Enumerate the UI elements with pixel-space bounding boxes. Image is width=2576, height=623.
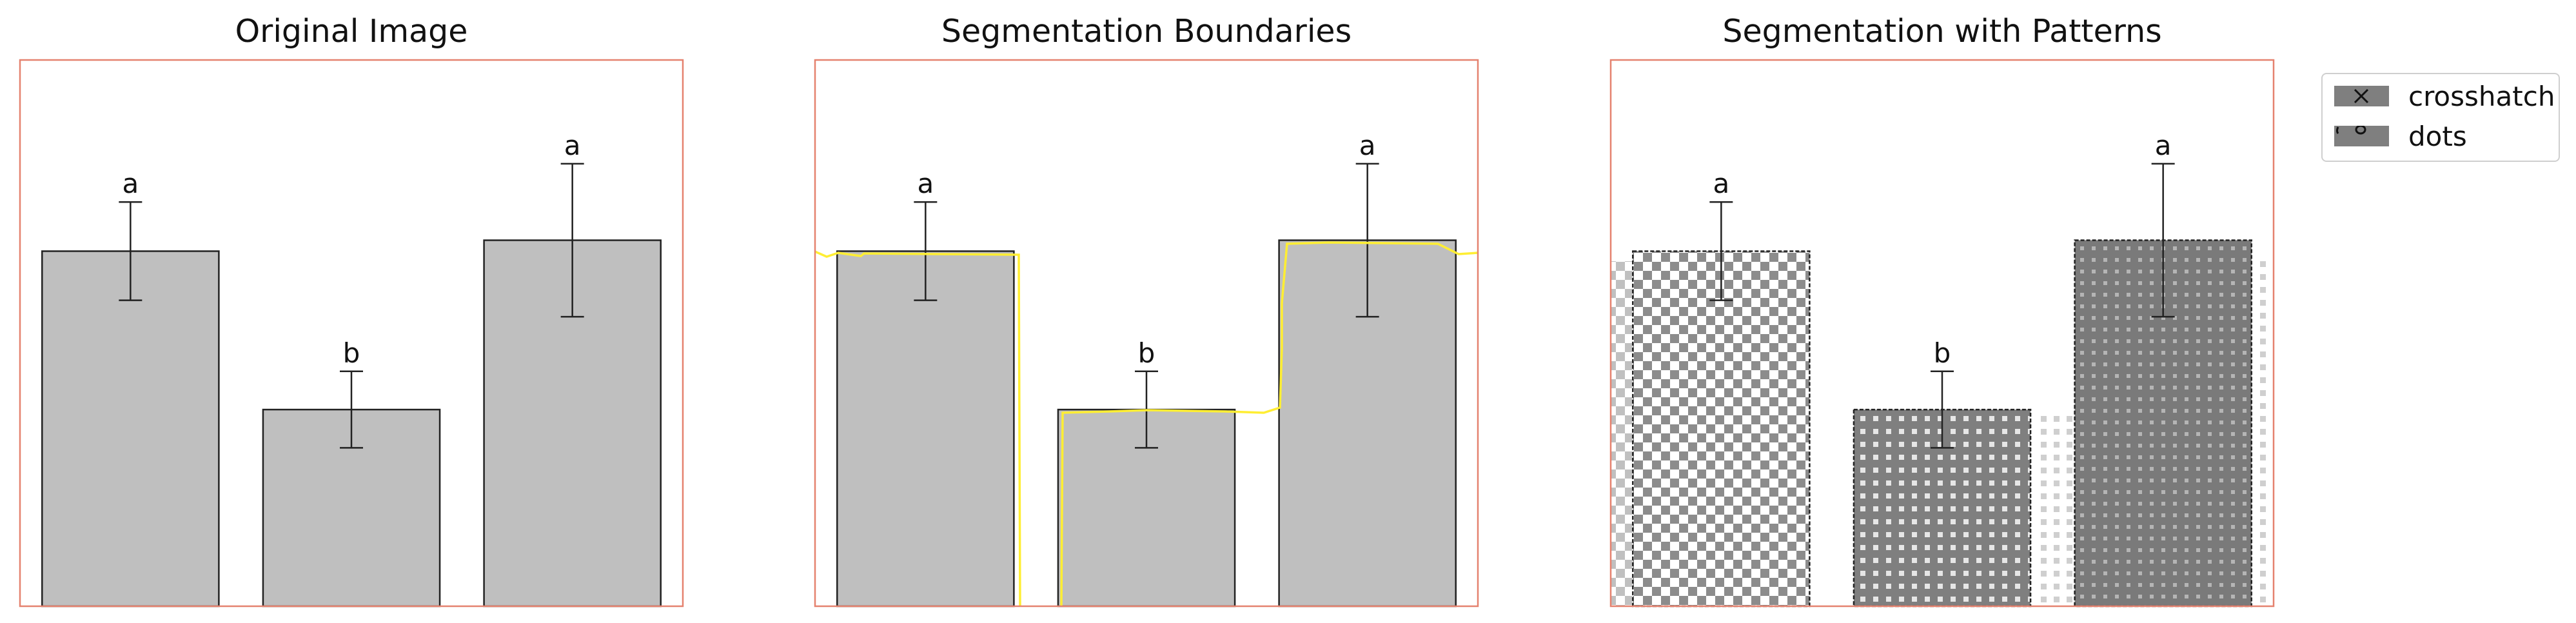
panel-title: Segmentation with Patterns [1722, 13, 2162, 50]
panel-original-image: a b a [19, 59, 684, 608]
legend-item-crosshatch: crosshatch [2334, 77, 2555, 115]
significance-letter: a [122, 168, 139, 199]
legend-label: dots [2408, 120, 2467, 152]
bar [836, 250, 1015, 608]
plot-frame [1609, 59, 2275, 608]
bar [41, 250, 220, 608]
panel-title: Segmentation Boundaries [941, 13, 1352, 50]
panel-segmentation-boundaries: a b a [814, 59, 1479, 608]
pattern-region-left-edge [1611, 261, 1632, 606]
plot-frame [814, 59, 1479, 608]
panel-title: Original Image [235, 13, 468, 50]
legend-item-dots: dots [2334, 117, 2467, 155]
segmentation-boundary-line [814, 250, 1021, 607]
significance-letter: a [917, 168, 934, 199]
significance-letter: b [1138, 337, 1155, 369]
plot-frame [19, 59, 684, 608]
dots-swatch-icon [2334, 126, 2389, 146]
segmentation-boundary-line [1060, 241, 1479, 607]
legend: crosshatch dots [2321, 73, 2560, 162]
significance-letter: a [564, 130, 581, 161]
significance-letter: a [1359, 130, 1376, 161]
significance-letter: b [343, 337, 360, 369]
pattern-region-gap [2036, 413, 2076, 606]
significance-letter: a [1713, 168, 1729, 199]
crosshatch-swatch-icon [2334, 86, 2389, 106]
bar [1632, 250, 1811, 608]
pattern-region-right-edge [2254, 255, 2274, 606]
panel-segmentation-with-patterns: a b a [1609, 59, 2275, 608]
legend-label: crosshatch [2408, 80, 2555, 112]
significance-letter: a [2155, 130, 2172, 161]
significance-letter: b [1934, 337, 1951, 369]
